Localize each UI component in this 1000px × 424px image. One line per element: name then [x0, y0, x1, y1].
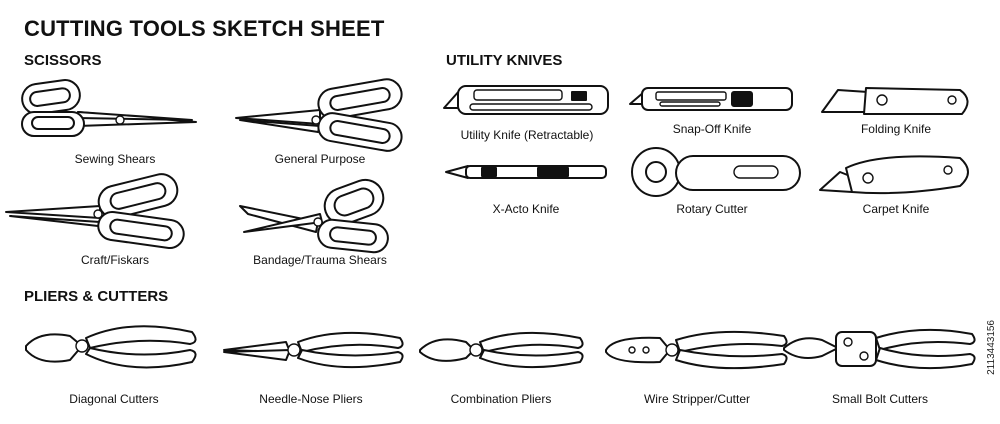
- diagonal-cutters-drawing: [25, 325, 197, 369]
- general-purpose-scissors-drawing: [235, 78, 403, 152]
- carpet-knife-drawing: [819, 155, 969, 195]
- caption-carpet-knife: Carpet Knife: [862, 202, 930, 216]
- caption-diagonal-cutters: Diagonal Cutters: [69, 392, 159, 406]
- xacto-knife-drawing: [445, 165, 607, 179]
- caption-snap-off-knife: Snap-Off Knife: [672, 122, 752, 136]
- stock-id-label: 2113443156: [986, 320, 997, 375]
- caption-sewing-shears: Sewing Shears: [74, 152, 156, 166]
- section-utility-knives: UTILITY KNIVES: [446, 52, 563, 69]
- section-scissors: SCISSORS: [24, 52, 102, 69]
- caption-needle-nose-pliers: Needle-Nose Pliers: [259, 392, 363, 406]
- rotary-cutter-drawing: [631, 147, 801, 197]
- caption-bolt-cutters: Small Bolt Cutters: [831, 392, 929, 406]
- bolt-cutters-drawing: [783, 328, 976, 370]
- bandage-shears-drawing: [239, 178, 389, 254]
- combination-pliers-drawing: [419, 331, 584, 369]
- sheet-title: CUTTING TOOLS SKETCH SHEET: [24, 16, 385, 41]
- caption-general-purpose: General Purpose: [274, 152, 366, 166]
- caption-xacto-knife: X-Acto Knife: [492, 202, 560, 216]
- caption-folding-knife: Folding Knife: [860, 122, 932, 136]
- caption-rotary-cutter: Rotary Cutter: [676, 202, 748, 216]
- utility-knife-drawing: [443, 85, 609, 115]
- caption-wire-stripper: Wire Stripper/Cutter: [643, 392, 751, 406]
- caption-bandage-shears: Bandage/Trauma Shears: [253, 253, 387, 267]
- caption-combination-pliers: Combination Pliers: [450, 392, 552, 406]
- folding-knife-drawing: [821, 87, 969, 115]
- sewing-shears-drawing: [21, 79, 197, 137]
- snap-off-knife-drawing: [629, 87, 793, 111]
- wire-stripper-drawing: [605, 330, 788, 370]
- section-pliers-cutters: PLIERS & CUTTERS: [24, 288, 169, 305]
- caption-craft-fiskars: Craft/Fiskars: [80, 253, 150, 267]
- craft-scissors-drawing: [5, 173, 185, 250]
- caption-utility-knife: Utility Knife (Retractable): [460, 128, 594, 142]
- needle-nose-pliers-drawing: [223, 331, 404, 369]
